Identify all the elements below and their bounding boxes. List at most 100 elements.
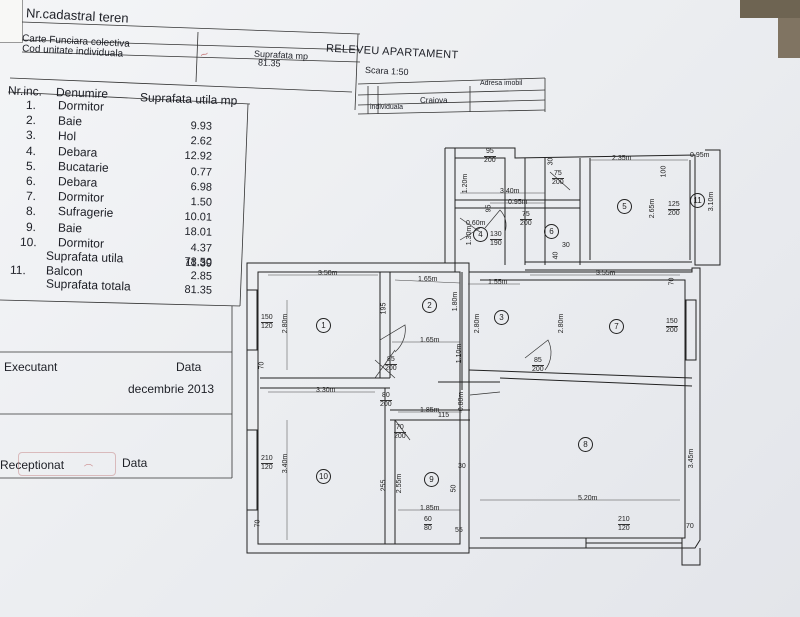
folded-corner-tab	[0, 0, 23, 43]
dim-label: 255	[380, 479, 388, 492]
table-row-area: 10.01	[184, 210, 213, 224]
dim-label: 195	[380, 302, 388, 315]
table-row-area: 4.37	[190, 241, 213, 255]
table-row-name: Debara	[57, 143, 98, 160]
table-row-area: 12.92	[184, 150, 213, 164]
dim-label: 3.50m	[318, 270, 338, 277]
dim-label: 1.20m	[462, 173, 470, 194]
table-row-name: Dormitor	[57, 234, 105, 251]
dim-label: 50	[450, 484, 458, 493]
background-wood-lower	[778, 18, 800, 58]
room-number-2: 2	[422, 298, 437, 313]
dim-label: 3.40m	[500, 188, 520, 195]
table-row-name: Sufragerie	[57, 204, 114, 221]
address-label: Adresa imobil	[480, 80, 523, 87]
suprafata-utila-value: 78.50	[184, 255, 213, 269]
dim-label: 115	[438, 412, 450, 419]
dim-label: 2.80m	[282, 313, 290, 334]
individuala-label: individuala	[370, 104, 404, 111]
dim-label: 70	[258, 361, 266, 370]
table-row-nr: 6.	[25, 173, 37, 189]
dim-label: 3.10m	[708, 191, 716, 212]
dim-label: 0.95m	[690, 152, 710, 159]
table-row-name: Dormitor	[57, 98, 105, 114]
table-col-nr: Nr.inc.	[7, 83, 43, 99]
room-number-1: 1	[316, 318, 331, 333]
table-row-area: 2.62	[190, 135, 213, 148]
dim-label: 100	[660, 165, 668, 178]
table-row-name: Baie	[57, 220, 83, 236]
table-row-nr: 1.	[25, 97, 37, 113]
dim-label: 2.80m	[474, 313, 482, 334]
room-number-4: 4	[473, 227, 488, 242]
dim-label: 1.65m	[420, 337, 440, 344]
table-row-area: 9.93	[190, 119, 213, 133]
room-number-11: 11	[690, 193, 705, 208]
dim-label: 95	[485, 204, 493, 213]
suprafata-header-value: 81.35	[257, 57, 281, 69]
table-row-nr: 2.	[25, 113, 37, 128]
table-row-nr: 10.	[19, 234, 37, 250]
suprafata-totala-label: Suprafata totala	[45, 276, 131, 294]
dim-label: 1.85m	[420, 407, 440, 414]
table-row-name: Baie	[57, 113, 83, 129]
table-row-area: 6.98	[190, 180, 213, 194]
dim-label: 70	[686, 523, 694, 530]
dim-label: 70	[668, 277, 676, 286]
dim-label: 30	[458, 463, 466, 470]
dim-label: 0.95m	[508, 199, 528, 206]
dim-label: 1.30m	[466, 225, 474, 246]
background-wood	[740, 0, 800, 18]
table-row-name: Debara	[57, 174, 98, 190]
dim-label: 3.30m	[316, 387, 336, 394]
table-row-nr: 9.	[25, 219, 37, 234]
table-row-name: Dormitor	[57, 189, 105, 205]
room-number-7: 7	[609, 319, 624, 334]
dim-label: 3.40m	[282, 453, 290, 474]
dim-label: 3.45m	[688, 448, 696, 469]
dim-label: 70	[254, 519, 262, 528]
table-row-area: 18.01	[184, 226, 213, 240]
dim-label: 2.55m	[396, 473, 404, 494]
walls	[246, 147, 721, 566]
dim-label: 1.65m	[418, 276, 438, 283]
table-row-nr: 5.	[25, 158, 37, 173]
table-row-nr: 3.	[25, 128, 37, 143]
dim-label: 2.65m	[649, 198, 657, 219]
balcon-area: 2.85	[190, 269, 213, 283]
dim-label: 1.10m	[456, 343, 464, 364]
suprafata-totala-value: 81.35	[184, 283, 213, 297]
dimension-lines	[268, 159, 688, 540]
dim-label: 0.80m	[458, 391, 466, 412]
table-row-area: 1.50	[190, 195, 213, 209]
data-label: Data	[176, 360, 202, 374]
room-number-10: 10	[316, 469, 331, 484]
table-row-name: Bucatarie	[57, 158, 109, 175]
dim-label: 3.55m	[596, 270, 616, 277]
dim-label: 30	[547, 157, 555, 166]
executant-label: Executant	[4, 360, 58, 374]
balcon-nr: 11.	[9, 262, 27, 278]
dim-label: 30	[562, 242, 570, 249]
receptionat-label: Receptionat	[0, 458, 65, 472]
dim-label: 0.60m	[466, 220, 486, 227]
room-number-3: 3	[494, 310, 509, 325]
dim-label: 1.85m	[420, 505, 440, 512]
city-value: Craiova	[420, 96, 448, 105]
dim-label: 1.55m	[488, 279, 508, 286]
table-row-nr: 7.	[25, 189, 37, 204]
dim-label: 2.80m	[558, 313, 566, 334]
